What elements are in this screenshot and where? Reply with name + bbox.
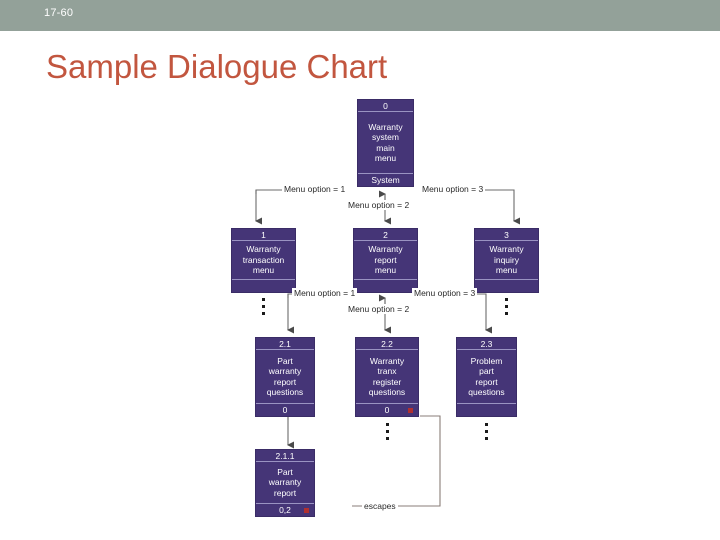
slide-number: 17-60 (44, 7, 74, 19)
edge-label-menu-option-1-b: Menu option = 1 (292, 288, 358, 298)
node-0-footer: System (358, 173, 413, 186)
node-0-body: Warranty system main menu (358, 112, 413, 173)
ellipsis-under-node-1 (261, 298, 266, 315)
node-0-id: 0 (358, 100, 413, 112)
escape-marker-icon (408, 408, 413, 413)
node-0[interactable]: 0 Warranty system main menu System (357, 99, 414, 187)
node-3[interactable]: 3 Warranty inquiry menu (474, 228, 539, 293)
node-2-1-1-line-1: Part (277, 466, 293, 477)
node-2-2-line-3: register (372, 376, 402, 387)
node-2-1-line-3: report (273, 376, 297, 387)
node-2-body: Warranty report menu (354, 241, 417, 279)
node-2-3-footer (457, 403, 516, 416)
node-3-line-3: menu (495, 265, 518, 276)
ellipsis-under-node-3 (504, 298, 509, 315)
node-1-body: Warranty transaction menu (232, 241, 295, 279)
node-2-1-id: 2.1 (256, 338, 314, 350)
node-2-2-body: Warranty tranx register questions (356, 350, 418, 403)
ellipsis-under-node-2-2 (385, 423, 390, 440)
node-3-line-1: Warranty (489, 244, 524, 255)
node-2-2[interactable]: 2.2 Warranty tranx register questions 0 (355, 337, 419, 417)
node-2-1-1[interactable]: 2.1.1 Part warranty report 0,2 (255, 449, 315, 517)
node-0-line-2: system (372, 132, 399, 142)
node-0-line-1: Warranty (368, 121, 403, 132)
node-0-line-4: menu (374, 153, 397, 163)
node-2-1-line-1: Part (277, 355, 293, 366)
node-2-1-1-body: Part warranty report (256, 462, 314, 503)
node-0-line-3: main (376, 142, 395, 153)
node-2-1-1-footer-label: 0,2 (279, 505, 291, 515)
node-1[interactable]: 1 Warranty transaction menu (231, 228, 296, 293)
node-2-2-id: 2.2 (356, 338, 418, 350)
node-2-id: 2 (354, 229, 417, 241)
node-2-3-line-3: report (475, 376, 498, 387)
edge-label-escapes: escapes (362, 501, 398, 511)
node-3-footer (475, 279, 538, 292)
node-2-line-2: report (374, 254, 397, 265)
node-2-2-footer-label: 0 (384, 405, 390, 415)
node-2-2-line-2: tranx (377, 366, 397, 376)
node-2-line-1: Warranty (368, 244, 403, 255)
node-3-id: 3 (475, 229, 538, 241)
node-2-3-line-4: questions (468, 387, 505, 397)
node-2-1-footer: 0 (256, 403, 314, 416)
node-2-3[interactable]: 2.3 Problem part report questions (456, 337, 517, 417)
node-1-line-1: Warranty (246, 244, 281, 255)
node-1-line-2: transaction (242, 254, 285, 265)
node-1-id: 1 (232, 229, 295, 241)
node-2-1-1-footer: 0,2 (256, 503, 314, 516)
edge-label-menu-option-3: Menu option = 3 (420, 184, 486, 194)
ellipsis-under-node-2-3 (484, 423, 489, 440)
node-2-1-line-4: questions (266, 387, 304, 397)
node-1-footer (232, 279, 295, 292)
slide-header-bar: 17-60 (0, 0, 720, 31)
node-2-1-1-id: 2.1.1 (256, 450, 314, 462)
dialogue-chart-diagram: 0 Warranty system main menu System 1 War… (0, 90, 720, 540)
node-2-3-body: Problem part report questions (457, 350, 516, 403)
node-2[interactable]: 2 Warranty report menu (353, 228, 418, 293)
node-3-line-2: inquiry (493, 254, 520, 265)
node-2-1-body: Part warranty report questions (256, 350, 314, 403)
node-2-2-footer: 0 (356, 403, 418, 416)
node-2-1-line-2: warranty (268, 366, 302, 376)
node-2-1-1-line-2: warranty (268, 477, 302, 488)
edge-label-menu-option-3-b: Menu option = 3 (412, 288, 478, 298)
escape-marker-icon (304, 508, 309, 513)
node-2-1[interactable]: 2.1 Part warranty report questions 0 (255, 337, 315, 417)
edge-label-menu-option-1: Menu option = 1 (282, 184, 348, 194)
node-2-3-line-2: part (479, 366, 494, 376)
node-3-body: Warranty inquiry menu (475, 241, 538, 279)
node-2-line-3: menu (374, 265, 397, 276)
node-2-2-line-4: questions (368, 387, 406, 397)
node-2-3-id: 2.3 (457, 338, 516, 350)
edge-label-menu-option-2-b: Menu option = 2 (346, 304, 412, 314)
node-2-footer (354, 279, 417, 292)
node-2-3-line-1: Problem (470, 355, 503, 366)
node-1-line-3: menu (252, 265, 275, 276)
edge-label-menu-option-2: Menu option = 2 (346, 200, 412, 210)
page-title: Sample Dialogue Chart (46, 48, 388, 85)
node-2-2-line-1: Warranty (369, 355, 405, 366)
node-2-1-1-line-3: report (273, 487, 297, 498)
